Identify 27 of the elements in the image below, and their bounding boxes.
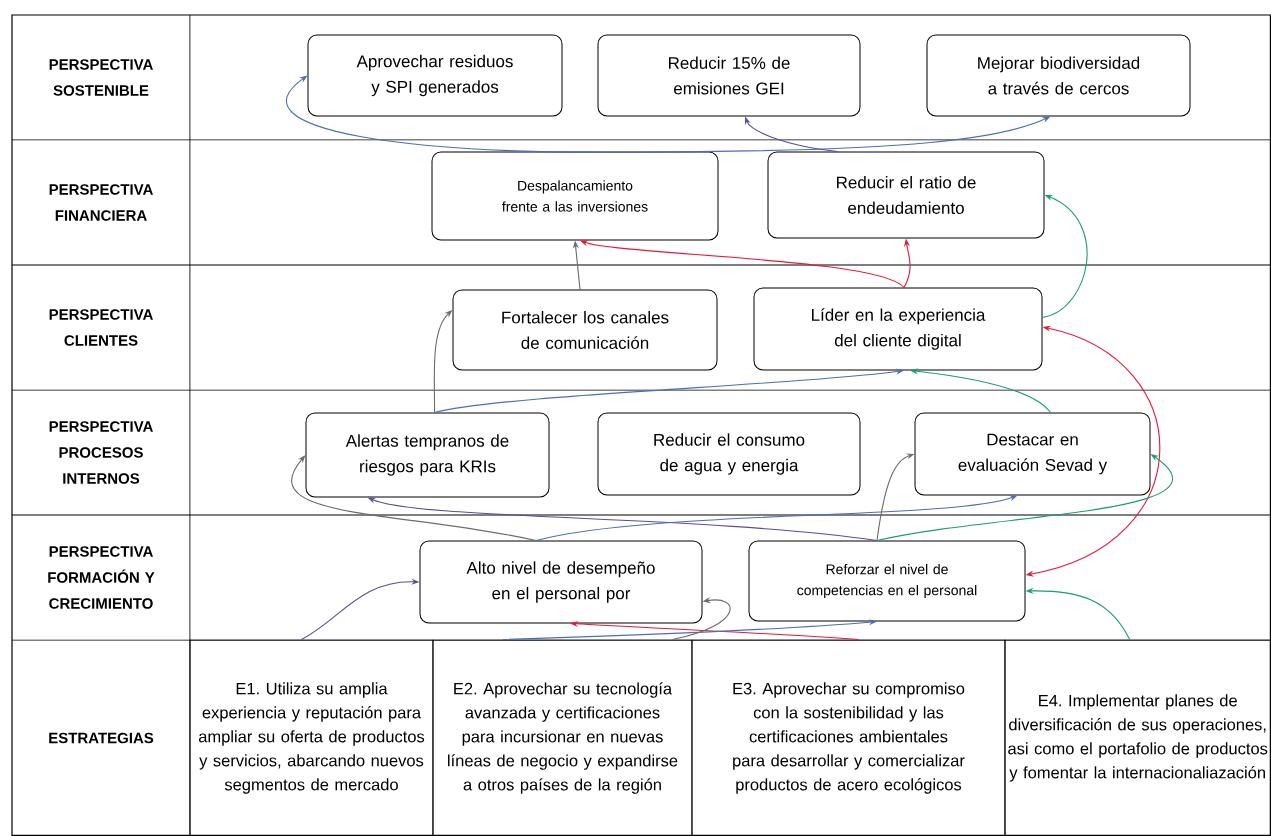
objective-box: Despalancamiento frente a las inversiones: [431, 151, 719, 241]
objective-box: Aprovechar residuos y SPI generados: [307, 34, 563, 117]
objective-box: Destacar en evaluación Sevad y: [914, 412, 1151, 496]
arrow: [1041, 195, 1088, 319]
objective-box: Mejorar biodiversidad a través de cercos: [926, 34, 1191, 117]
arrow: [876, 454, 1173, 542]
objective-box: Alto nivel de desempeño en el personal por: [419, 540, 703, 624]
objective-box: Reforzar el nivel de competencias en el personal: [748, 540, 1026, 622]
arrow: [285, 75, 700, 153]
row-header: ESTRATEGIAS: [49, 732, 154, 744]
row-header: PERSPECTIVA FORMACIÓN Y CRECIMIENTO: [48, 546, 155, 609]
strategy-cell: E4. Implementar planes de diversificación de sus operaciones, asi como el portafolio de productos y fomentar la internacionaliazación: [1004, 639, 1271, 836]
strategy-cell: E1. Utiliza su amplia experiencia y reputación para ampliar su oferta de productos y servicios, abarcando nuevos segmentos de mercado: [189, 639, 434, 836]
objective-box: Fortalecer los canales de comunicación: [452, 289, 718, 371]
arrow: [580, 240, 905, 289]
row-header: PERSPECTIVA CLIENTES: [49, 309, 153, 346]
arrow: [291, 455, 537, 542]
objective-box: Alertas tempranos de riesgos para KRIs: [305, 412, 550, 498]
row-header: PERSPECTIVA FINANCIERA: [49, 184, 153, 221]
strategy-cell: E2. Aprovechar su tecnología avanzada y certificaciones para incursionar en nuevas líneas de negocio y expandirse a otros países de la región: [432, 639, 693, 836]
strategy-cell: E3. Aprovechar su compromiso con la sostenibilidad y las certificaciones ambientales para desarrollar y comercializar productos de acero ecológicos: [691, 639, 1006, 836]
objective-box: Reducir el consumo de agua y energia: [597, 412, 861, 496]
objective-box: Reducir el ratio de endeudamiento: [767, 151, 1045, 239]
row-header: PERSPECTIVA PROCESOS INTERNOS: [49, 421, 153, 484]
objective-box: Líder en la experiencia del cliente digital: [753, 287, 1043, 371]
objective-box: Reducir 15% de emisiones GEI: [597, 34, 861, 117]
row-header: PERSPECTIVA SOSTENIBLE: [49, 59, 153, 96]
